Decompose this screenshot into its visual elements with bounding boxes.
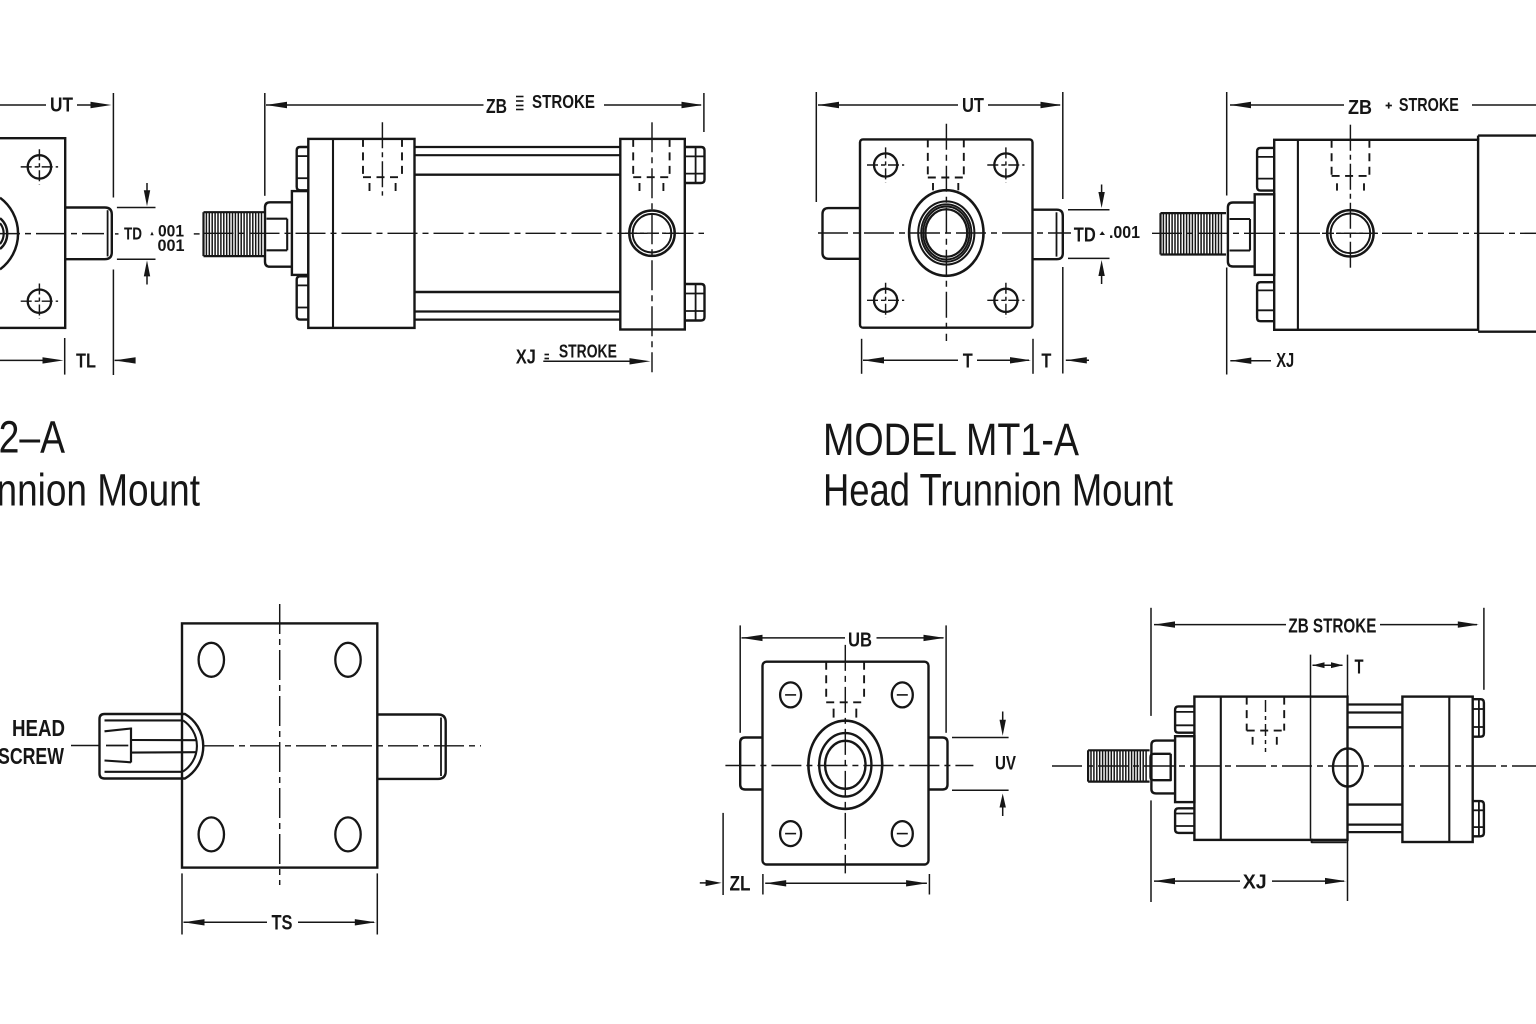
svg-text:T: T	[1355, 656, 1364, 678]
svg-text:MODEL MT2–A: MODEL MT2–A	[0, 412, 65, 463]
svg-text:TD: TD	[124, 223, 142, 243]
svg-text:TL: TL	[76, 351, 96, 373]
svg-text:STROKE: STROKE	[559, 341, 617, 361]
svg-text:STROKE: STROKE	[532, 92, 595, 112]
svg-text:UT: UT	[962, 95, 984, 117]
svg-text:ZB: ZB	[1348, 97, 1372, 119]
svg-text:XJ: XJ	[1243, 872, 1267, 894]
svg-text:TS: TS	[272, 912, 293, 935]
svg-text:XJ: XJ	[516, 347, 536, 369]
svg-text:HEAD: HEAD	[12, 715, 65, 741]
svg-text:ZL: ZL	[730, 872, 751, 895]
svg-text:.001: .001	[1109, 222, 1140, 242]
svg-text:Cap Trunnion Mount: Cap Trunnion Mount	[0, 464, 200, 515]
svg-text:XJ: XJ	[1276, 350, 1294, 372]
svg-text:001: 001	[158, 223, 184, 241]
svg-text:STROKE: STROKE	[1399, 95, 1459, 115]
svg-text:UV: UV	[995, 754, 1016, 775]
svg-text:ZB STROKE: ZB STROKE	[1288, 615, 1376, 637]
svg-text:UB: UB	[848, 630, 872, 652]
svg-text:T: T	[1041, 351, 1051, 373]
svg-text:UT: UT	[50, 95, 73, 117]
svg-text:001: 001	[158, 237, 185, 255]
svg-text:Head Trunnion Mount: Head Trunnion Mount	[823, 464, 1173, 515]
svg-text:SCREW: SCREW	[0, 743, 64, 769]
svg-text:TD: TD	[1074, 224, 1096, 246]
svg-text:T: T	[963, 351, 973, 373]
svg-text:MODEL MT1-A: MODEL MT1-A	[823, 414, 1079, 465]
svg-text:ZB: ZB	[486, 96, 507, 118]
